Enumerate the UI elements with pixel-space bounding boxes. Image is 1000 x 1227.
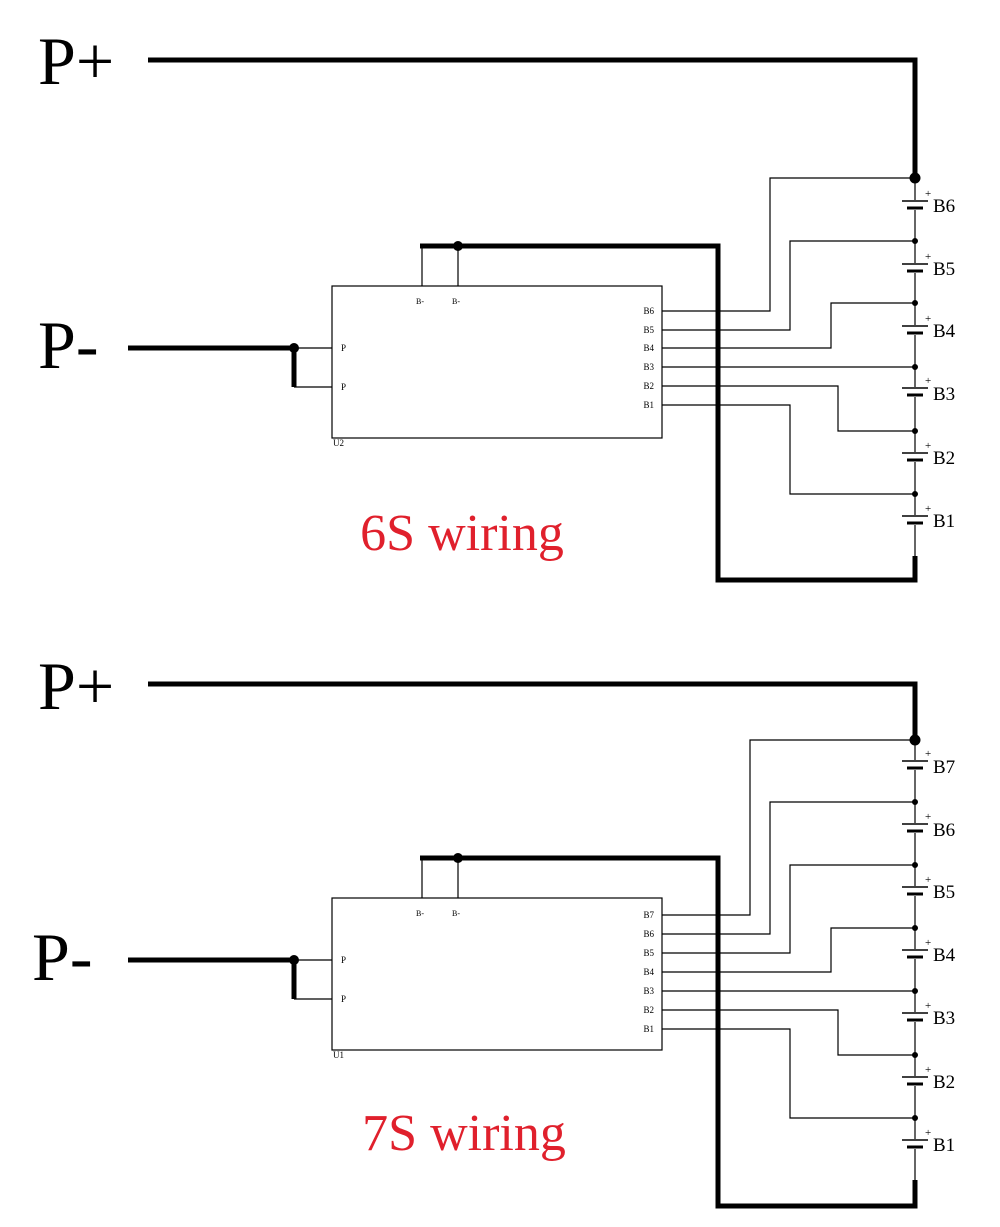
p-plus-wire [148, 681, 918, 740]
diagram-caption: 6S wiring [360, 505, 564, 562]
diagram-6s: P+ P- U2 P P B- B- B6 B5 B4 B3 B2 B1 [38, 23, 956, 583]
cell-label: B6 [933, 196, 955, 217]
svg-text:+: + [925, 440, 931, 452]
bms-module [331, 897, 663, 1051]
cell-pin-label: B4 [643, 967, 654, 977]
bms-module [331, 285, 663, 439]
cell-pin-label: B4 [643, 343, 654, 353]
cell-label: B3 [933, 384, 955, 405]
top-pin-label: B- [452, 909, 460, 918]
cell-label: B1 [933, 1135, 955, 1156]
cell-label: B2 [933, 1072, 955, 1093]
cell-label: B3 [933, 1008, 955, 1029]
battery-cell: + B2 [900, 440, 955, 469]
p-pin-label: P [341, 382, 346, 392]
top-pin-label: B- [452, 297, 460, 306]
p-minus-label: P- [32, 919, 92, 995]
svg-text:+: + [925, 503, 931, 515]
svg-text:+: + [925, 375, 931, 387]
cell-label: B2 [933, 448, 955, 469]
top-pin-label: B- [416, 909, 424, 918]
svg-text:+: + [925, 811, 931, 823]
p-minus-label: P- [38, 307, 98, 383]
svg-text:+: + [925, 874, 931, 886]
cell-pin-label: B1 [643, 1024, 654, 1034]
svg-text:+: + [925, 1064, 931, 1076]
cell-pin-label: B7 [643, 910, 654, 920]
battery-cell: + B4 [900, 937, 956, 966]
top-pin-label: B- [416, 297, 424, 306]
balance-leads [662, 739, 915, 1119]
svg-text:+: + [925, 251, 931, 263]
module-id: U2 [333, 438, 344, 448]
diagram-7s: P+ P- U1 P P B- B- B7 B6 B5 B4 B3 B2 B1 [32, 648, 956, 1209]
cell-pin-label: B6 [643, 929, 654, 939]
cell-label: B6 [933, 820, 955, 841]
battery-stack [909, 172, 921, 556]
battery-cell: + B2 [900, 1064, 955, 1093]
p-plus-wire [148, 57, 918, 178]
balance-leads [662, 177, 915, 495]
cell-pin-label: B2 [643, 1005, 654, 1015]
battery-cell: + B1 [900, 503, 955, 532]
cell-label: B1 [933, 511, 955, 532]
b-minus-wire [420, 243, 918, 583]
cell-label: B7 [933, 757, 955, 778]
p-plus-label: P+ [38, 648, 114, 724]
svg-text:+: + [925, 937, 931, 949]
b-minus-junction [453, 241, 463, 251]
b-minus-wire [420, 855, 918, 1209]
battery-cell: + B5 [900, 874, 955, 903]
cell-pin-label: B2 [643, 381, 654, 391]
cell-pin-label: B3 [643, 362, 654, 372]
diagram-caption: 7S wiring [362, 1105, 566, 1162]
cell-label: B5 [933, 259, 955, 280]
battery-cell: + B4 [900, 313, 956, 342]
cell-label: B5 [933, 882, 955, 903]
battery-cell: + B6 [900, 811, 955, 841]
cell-pin-label: B1 [643, 400, 654, 410]
svg-text:+: + [925, 313, 931, 325]
cell-pin-label: B6 [643, 306, 654, 316]
battery-stack [909, 734, 921, 1180]
battery-cell: + B6 [900, 188, 955, 217]
p-pin-label: P [341, 343, 346, 353]
module-id: U1 [333, 1050, 344, 1060]
cell-label: B4 [933, 321, 956, 342]
cell-label: B4 [933, 945, 956, 966]
cell-pin-label: B5 [643, 325, 654, 335]
svg-text:+: + [925, 1127, 931, 1139]
b-minus-junction [453, 853, 463, 863]
cell-pin-label: B3 [643, 986, 654, 996]
battery-cell: + B1 [900, 1127, 955, 1156]
svg-text:+: + [925, 1000, 931, 1012]
p-pin-label: P [341, 955, 346, 965]
svg-text:+: + [925, 188, 931, 200]
battery-cell: + B5 [900, 251, 955, 280]
battery-cell: + B3 [900, 375, 955, 405]
cell-pin-label: B5 [643, 948, 654, 958]
p-pin-label: P [341, 994, 346, 1004]
battery-cell: + B7 [900, 748, 955, 778]
battery-cell: + B3 [900, 1000, 955, 1029]
p-plus-label: P+ [38, 23, 114, 99]
svg-text:+: + [925, 748, 931, 760]
